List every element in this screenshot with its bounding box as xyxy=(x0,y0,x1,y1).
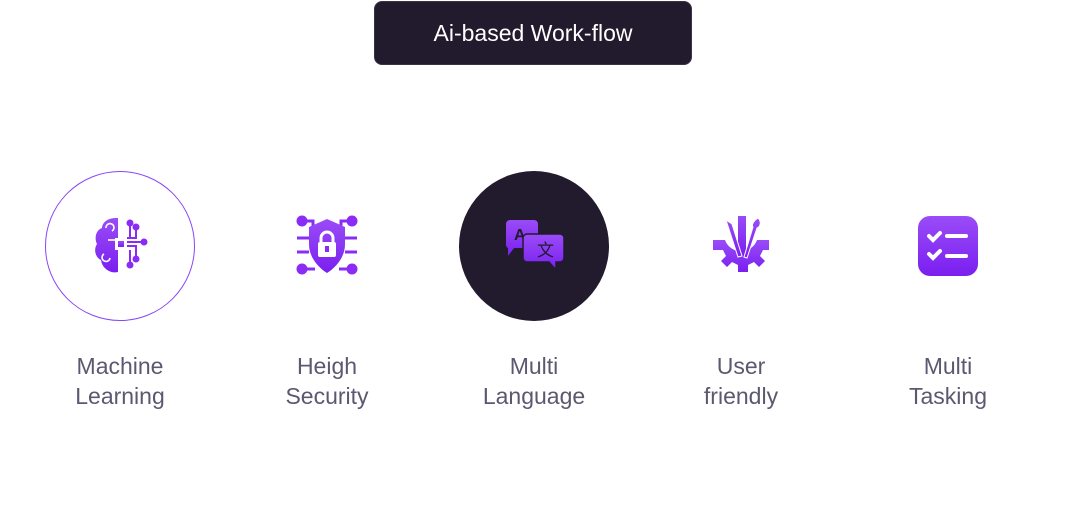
workflow-title: Ai-based Work-flow xyxy=(374,1,692,65)
feature-icon-circle[interactable] xyxy=(252,171,402,321)
shield-lock-icon xyxy=(296,215,358,275)
feature-icon-circle[interactable] xyxy=(666,171,816,321)
feature-icon-circle[interactable]: A 文 xyxy=(459,171,609,321)
svg-text:文: 文 xyxy=(537,241,554,261)
feature-icon-circle[interactable] xyxy=(45,171,195,321)
translate-icon: A 文 xyxy=(505,220,565,272)
feature-icon-circle[interactable] xyxy=(873,171,1023,321)
design-gear-icon xyxy=(713,216,769,272)
brain-circuit-icon xyxy=(95,218,148,273)
checklist-icon xyxy=(918,216,978,276)
